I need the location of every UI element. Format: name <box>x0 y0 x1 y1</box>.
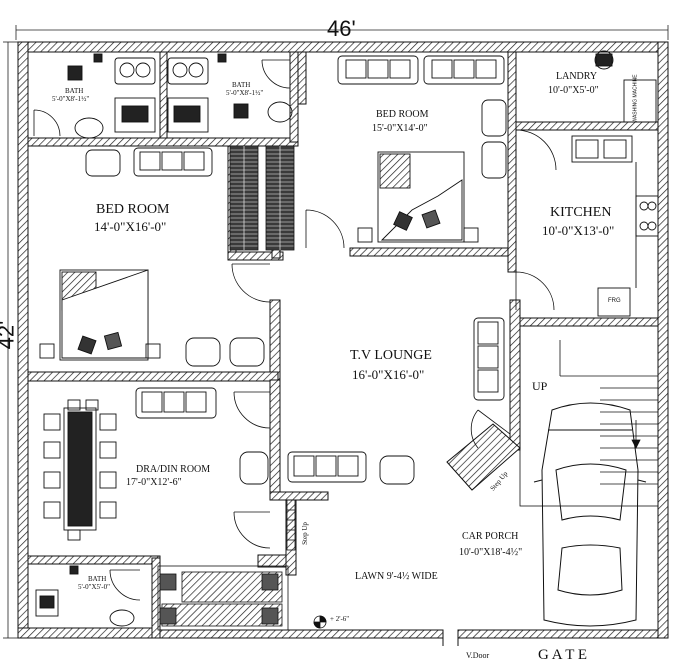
dra-din-room-name: DRA/DIN ROOM <box>136 464 211 475</box>
bath-left-size: 5'-0"X8'-1½" <box>52 95 90 103</box>
bed-room-left-furniture <box>39 147 265 367</box>
door-swings <box>33 59 557 601</box>
fridge-label: FRG <box>608 298 621 304</box>
dining-furniture <box>43 387 269 541</box>
bath-right-name: BATH <box>232 81 251 89</box>
car-porch-name: CAR PORCH <box>462 531 519 542</box>
bath-left-name: BATH <box>65 87 84 95</box>
bath-bottom-size: 5'-0"X5'-0" <box>78 583 110 591</box>
depth-dimension-line <box>3 41 18 639</box>
bed-room-top-furniture <box>337 55 507 243</box>
level-label: + 2'-6" <box>330 615 350 623</box>
width-dimension: 46' <box>327 16 356 41</box>
kitchen-fixtures <box>571 135 659 317</box>
width-dimension-line <box>15 25 669 40</box>
tv-lounge-size: 16'-0"X16'-0" <box>352 367 425 382</box>
stair-up-label: UP <box>532 379 548 393</box>
depth-dimension: 42' <box>0 320 19 350</box>
step-up-steps <box>286 499 296 551</box>
bed-room-top-name: BED ROOM <box>376 109 429 120</box>
bath-bottom-fixtures <box>35 565 135 627</box>
kitchen-name: KITCHEN <box>550 205 612 220</box>
tv-lounge-name: T.V LOUNGE <box>350 348 432 363</box>
v-door-label: V.Door <box>466 651 490 660</box>
bed-room-left-size: 14'-0"X16'-0" <box>94 219 167 234</box>
level-marker <box>313 615 327 629</box>
kitchen-size: 10'-0"X13'-0" <box>542 223 615 238</box>
lawn-planter <box>157 565 289 631</box>
bath-right-fixtures <box>167 53 293 133</box>
bath-right-size: 5'-0"X8'-1½" <box>226 89 264 97</box>
step-up-label-1: Step Up <box>300 522 309 545</box>
lawn-label: LAWN 9'-4½ WIDE <box>355 571 438 582</box>
landry-size: 10'-0"X5'-0" <box>548 85 599 96</box>
bed-room-top-size: 15'-0"X14'-0" <box>372 123 428 134</box>
gate-label: G A T E <box>538 647 588 663</box>
landry-name: LANDRY <box>556 71 598 82</box>
bath-left-fixtures <box>67 53 156 139</box>
car-porch-size: 10'-0"X18'-4½" <box>459 547 523 558</box>
bed-room-left-name: BED ROOM <box>96 202 170 217</box>
angled-wall <box>446 423 521 491</box>
landry-fixtures <box>594 50 657 123</box>
washing-machine-label: WASHING MACHINE <box>632 74 639 123</box>
tv-lounge-furniture <box>287 317 505 485</box>
car <box>533 402 647 627</box>
wardrobes <box>229 145 295 251</box>
gate-opening <box>442 630 459 646</box>
staircase <box>519 325 659 507</box>
bath-bottom-name: BATH <box>88 575 107 583</box>
dra-din-room-size: 17'-0"X12'-6" <box>126 477 182 488</box>
